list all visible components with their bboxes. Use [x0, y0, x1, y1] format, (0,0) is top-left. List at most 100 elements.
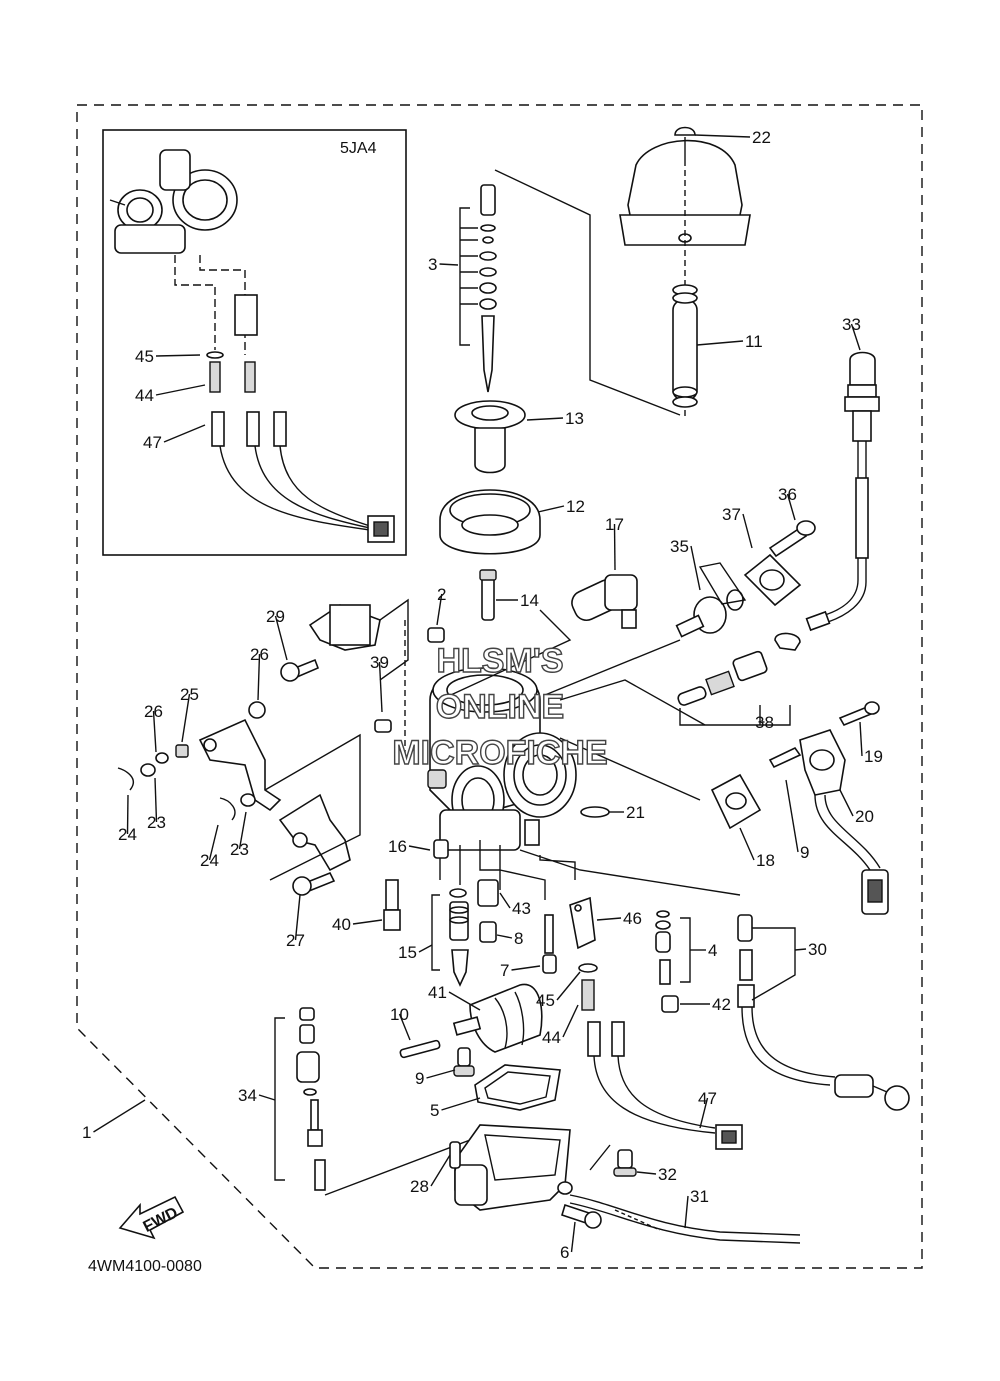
carburetor-body	[427, 667, 577, 851]
bracket-guide	[379, 598, 409, 681]
pilot-screw-set-4	[655, 910, 671, 985]
throttle-linkage	[117, 701, 351, 896]
leader-line	[499, 892, 511, 909]
screw-16	[433, 839, 449, 859]
coil-spring	[672, 284, 698, 408]
leader-line	[430, 1154, 451, 1187]
cover-screw	[674, 126, 696, 136]
washer-45	[578, 963, 598, 973]
part-callout-22: 22	[752, 128, 771, 147]
leader-line	[742, 513, 753, 549]
guide-17	[439, 609, 572, 701]
bracket-4	[680, 917, 691, 983]
inset-connector-3	[273, 411, 287, 447]
leader-line	[258, 1094, 276, 1101]
leader-line	[537, 505, 565, 513]
leader-line	[562, 1004, 579, 1038]
assembly-boundary	[76, 104, 923, 1269]
part-callout-46: 46	[623, 909, 642, 928]
inset-washer	[206, 351, 224, 359]
part-callout-31: 31	[690, 1187, 709, 1206]
float-pin-10	[399, 1039, 441, 1059]
needle-bracket	[459, 207, 470, 346]
part-callout-28: 28	[410, 1177, 429, 1196]
hose-31	[569, 1194, 801, 1244]
leader-line	[155, 354, 201, 357]
part-callout-9: 9	[415, 1069, 424, 1088]
sensor-44	[581, 979, 595, 1011]
inset-sensor-1	[209, 361, 221, 393]
leader-line	[441, 1097, 481, 1111]
part-callout-40: 40	[332, 915, 351, 934]
part-callout-39: 39	[370, 653, 389, 672]
part-callout-4: 4	[708, 941, 717, 960]
o-ring-21	[580, 806, 610, 818]
guide-body-valve	[559, 679, 706, 726]
part-callout-20: 20	[855, 807, 874, 826]
tube-7	[544, 914, 554, 954]
leader-line	[556, 971, 581, 1001]
leader-line	[398, 1013, 411, 1041]
leader-line	[526, 417, 564, 421]
inset-throttle-body	[109, 149, 238, 254]
part-callout-16: 16	[388, 837, 407, 856]
inset-wire-3	[279, 445, 371, 527]
bracket-15	[431, 894, 440, 971]
screw-2	[427, 627, 445, 643]
part-callout-24: 24	[118, 825, 137, 844]
watermark-line-1: HLSM'S	[436, 642, 563, 680]
part-callout-32: 32	[658, 1165, 677, 1184]
upper-bracket	[280, 604, 381, 682]
float-chamber	[454, 1124, 573, 1211]
guide-32	[589, 1144, 611, 1171]
leader-line	[739, 827, 755, 861]
coasting-enricher-cover	[571, 574, 638, 629]
part-callout-14: 14	[520, 591, 539, 610]
part-callout-29: 29	[266, 607, 285, 626]
leader-line	[839, 789, 854, 817]
part-callout-7: 7	[500, 961, 509, 980]
starter-plunger-parts	[675, 520, 816, 638]
part-callout-43: 43	[512, 899, 531, 918]
connector-47a	[587, 1021, 601, 1057]
leader-line	[152, 710, 157, 753]
leader-line	[154, 777, 158, 823]
leader-line	[448, 991, 481, 1011]
part-callout-1: 1	[82, 1123, 91, 1142]
part-callout-5: 5	[430, 1101, 439, 1120]
part-callout-23: 23	[230, 840, 249, 859]
screw-9	[457, 1047, 471, 1067]
inset-connector-1	[211, 411, 225, 447]
leader-line	[352, 919, 383, 925]
leader-line	[294, 894, 301, 941]
leader-line	[684, 1195, 689, 1229]
inset-sensor-2	[244, 361, 256, 393]
part-callout-36: 36	[778, 485, 797, 504]
part-callout-2: 2	[437, 585, 446, 604]
part-callout-23: 23	[147, 813, 166, 832]
leader-line	[850, 323, 861, 351]
bracket-34	[274, 1017, 285, 1181]
diagram-code: 4WM4100-0080	[88, 1258, 202, 1275]
throttle-stop-cable	[737, 914, 910, 1111]
diaphragm-cover	[619, 139, 751, 246]
seal-28	[449, 1141, 461, 1169]
part-callout-19: 19	[864, 747, 883, 766]
leader-line	[418, 944, 433, 953]
float	[452, 983, 543, 1053]
leader-line	[426, 1069, 456, 1079]
part-callout-26: 26	[144, 702, 163, 721]
leader-line	[699, 1097, 709, 1129]
part-callout-6: 6	[560, 1243, 569, 1262]
leader-line	[690, 545, 701, 591]
part-callout-35: 35	[670, 537, 689, 556]
part-callout-37: 37	[722, 505, 741, 524]
leader-line	[257, 653, 261, 701]
connector-47b	[611, 1021, 625, 1057]
part-callout-33: 33	[842, 315, 861, 334]
leader-line	[408, 845, 431, 851]
inset-model-label: 5JA4	[340, 140, 377, 157]
part-callout-11: 11	[745, 332, 763, 351]
part-callout-47: 47	[698, 1089, 717, 1108]
leader-line	[785, 779, 799, 853]
